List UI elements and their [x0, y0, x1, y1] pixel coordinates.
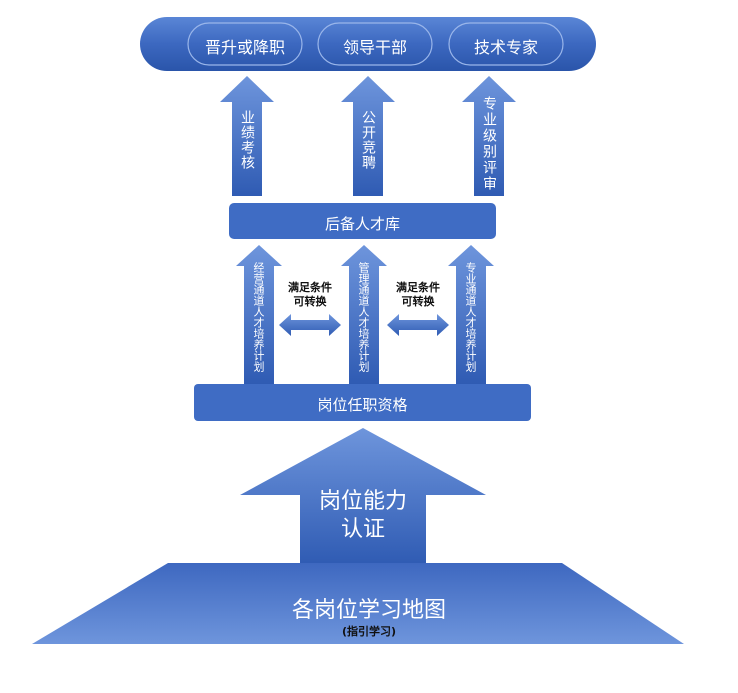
- qualification-label: 岗位任职资格: [317, 396, 408, 414]
- learning-map-base: [32, 563, 684, 644]
- up-arrow-performance: [220, 76, 274, 196]
- top-bar-item-box: [317, 22, 433, 66]
- conversion-note-left: 满足条件 可转换: [288, 281, 332, 308]
- double-arrow-right: [387, 314, 449, 336]
- certification-arrow: [240, 428, 486, 565]
- top-bar-item-box: [187, 22, 303, 66]
- plan-arrow-management: [341, 245, 387, 384]
- top-item-leaders: 领导干部: [342, 38, 407, 57]
- conversion-note-right: 满足条件 可转换: [396, 281, 440, 308]
- top-item-promotion: 晋升或降职: [204, 38, 285, 57]
- learning-map-subtitle: (指引学习): [341, 625, 397, 638]
- reserve-pool-label: 后备人才库: [324, 215, 400, 233]
- up-arrow-professional-review: [462, 76, 516, 196]
- top-item-tech-experts: 技术专家: [473, 38, 538, 57]
- certification-label: 岗位能力 认证: [318, 489, 407, 542]
- double-arrow-left: [279, 314, 341, 336]
- up-arrow-open-competition: [341, 76, 395, 196]
- plan-arrow-professional: [448, 245, 494, 384]
- top-arrow-label: 公开竞聘: [360, 110, 376, 170]
- learning-map-title: 各岗位学习地图: [291, 598, 446, 623]
- plan-arrow-label: 经营通道人才培养计划: [252, 262, 265, 372]
- top-arrow-label: 业绩考核: [239, 110, 255, 170]
- top-arrow-label: 专业级别评审: [481, 96, 497, 192]
- qualification-bar: [194, 384, 531, 421]
- reserve-pool-bar: [229, 203, 496, 239]
- plan-arrow-label: 管理通道人才培养计划: [357, 262, 370, 372]
- top-bar-item-box: [448, 22, 564, 66]
- plan-arrow-label: 专业通道人才培养计划: [464, 262, 477, 372]
- plan-arrow-business: [236, 245, 282, 384]
- top-bar: [140, 17, 596, 71]
